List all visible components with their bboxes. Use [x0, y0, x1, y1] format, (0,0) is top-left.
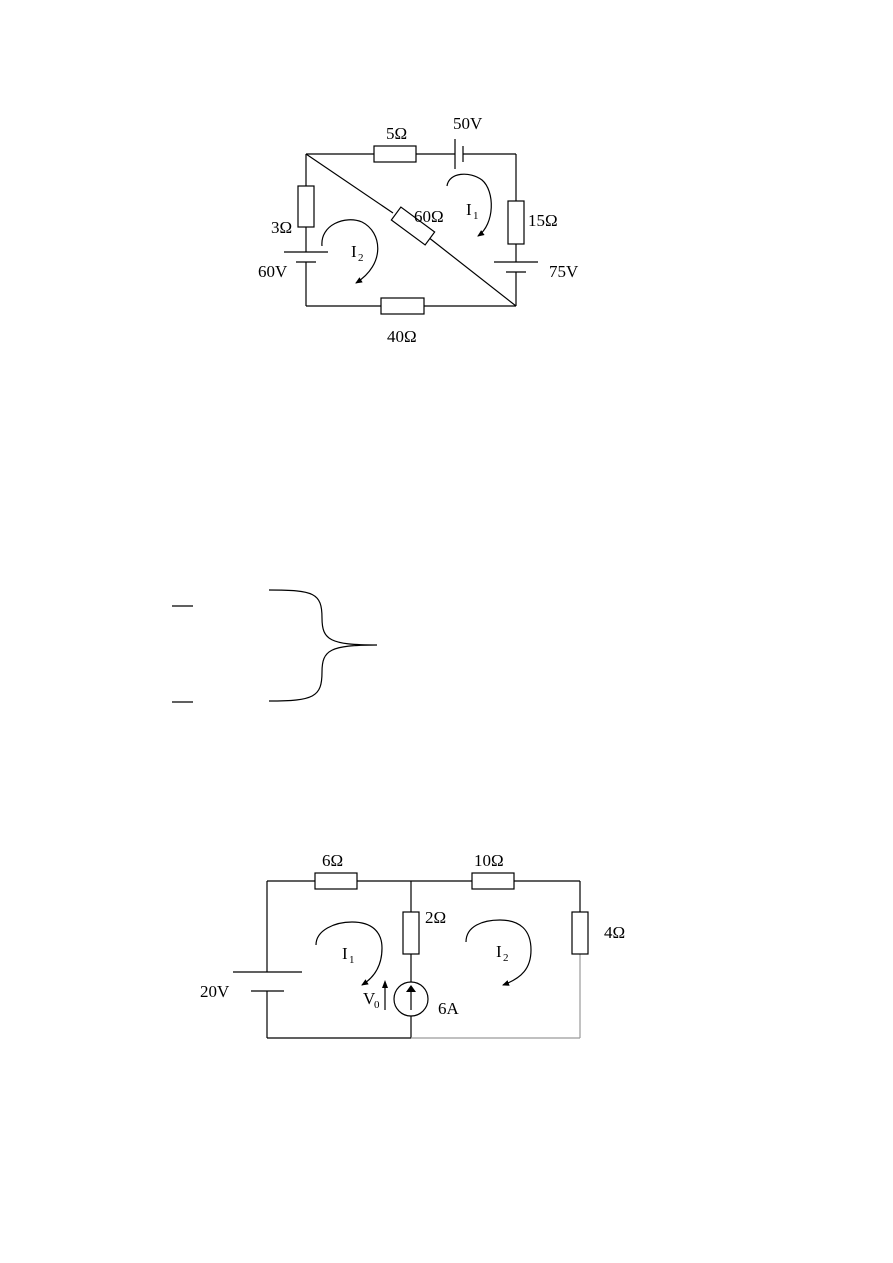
svg-text:2: 2 [503, 952, 509, 964]
label-50v: 50V [453, 114, 483, 133]
svg-text:V: V [363, 989, 376, 1008]
label-vo: V 0 [363, 989, 380, 1011]
label-5-ohm: 5Ω [386, 124, 407, 143]
svg-text:I: I [351, 242, 357, 261]
voltage-arrow-vo [382, 980, 388, 1010]
svg-text:1: 1 [349, 954, 355, 966]
svg-text:I: I [342, 944, 348, 963]
label-loop-i1: I 1 [342, 944, 355, 966]
label-loop-i1: I 1 [466, 200, 479, 222]
circuit-1-diagram: 5Ω 50V 3Ω 60V 60Ω 15Ω 75V 40Ω I 1 I 2 [258, 114, 579, 346]
label-3-ohm: 3Ω [271, 218, 292, 237]
current-source-6a [393, 981, 429, 1017]
label-20v: 20V [200, 982, 230, 1001]
label-40-ohm: 40Ω [387, 327, 417, 346]
label-60-ohm: 60Ω [414, 207, 444, 226]
label-4-ohm: 4Ω [604, 923, 625, 942]
circuit-2-diagram: 6Ω 10Ω 2Ω 4Ω 20V 6A V 0 I 1 I 2 [200, 851, 625, 1039]
svg-text:2: 2 [358, 252, 364, 264]
circuit-2-wires [266, 880, 581, 1039]
label-2-ohm: 2Ω [425, 908, 446, 927]
svg-text:I: I [466, 200, 472, 219]
label-60v: 60V [258, 262, 288, 281]
circuit-1-wires [305, 153, 517, 307]
label-6a: 6A [438, 999, 460, 1018]
loop-arrow-i1-icon [315, 921, 383, 986]
arrow-up-icon [406, 985, 416, 992]
svg-text:I: I [496, 942, 502, 961]
equation-brace-fragment [172, 589, 378, 703]
battery-20v [233, 971, 302, 992]
svg-text:1: 1 [473, 210, 479, 222]
loop-arrow-i1-icon [446, 173, 492, 237]
loop-arrow-i2-icon [321, 219, 379, 284]
loop-arrow-i2-icon [465, 919, 532, 986]
label-15-ohm: 15Ω [528, 211, 558, 230]
label-75v: 75V [549, 262, 579, 281]
resistor-6-ohm [314, 872, 358, 890]
label-10-ohm: 10Ω [474, 851, 504, 870]
svg-text:0: 0 [374, 999, 380, 1011]
resistor-4-ohm [571, 911, 589, 955]
label-loop-i2: I 2 [496, 942, 509, 964]
battery-60v [284, 251, 328, 263]
battery-75v [494, 261, 538, 273]
resistor-40-ohm [380, 297, 425, 315]
resistor-2-ohm [402, 911, 420, 955]
battery-50v [454, 139, 464, 169]
resistor-5-ohm [373, 145, 417, 163]
arrow-up-icon [382, 980, 388, 988]
resistor-3-ohm [297, 185, 315, 228]
resistor-10-ohm [471, 872, 515, 890]
label-loop-i2: I 2 [351, 242, 364, 264]
resistor-60-ohm [390, 206, 436, 246]
curly-brace-icon [268, 589, 378, 702]
label-6-ohm: 6Ω [322, 851, 343, 870]
resistor-15-ohm [507, 200, 525, 245]
